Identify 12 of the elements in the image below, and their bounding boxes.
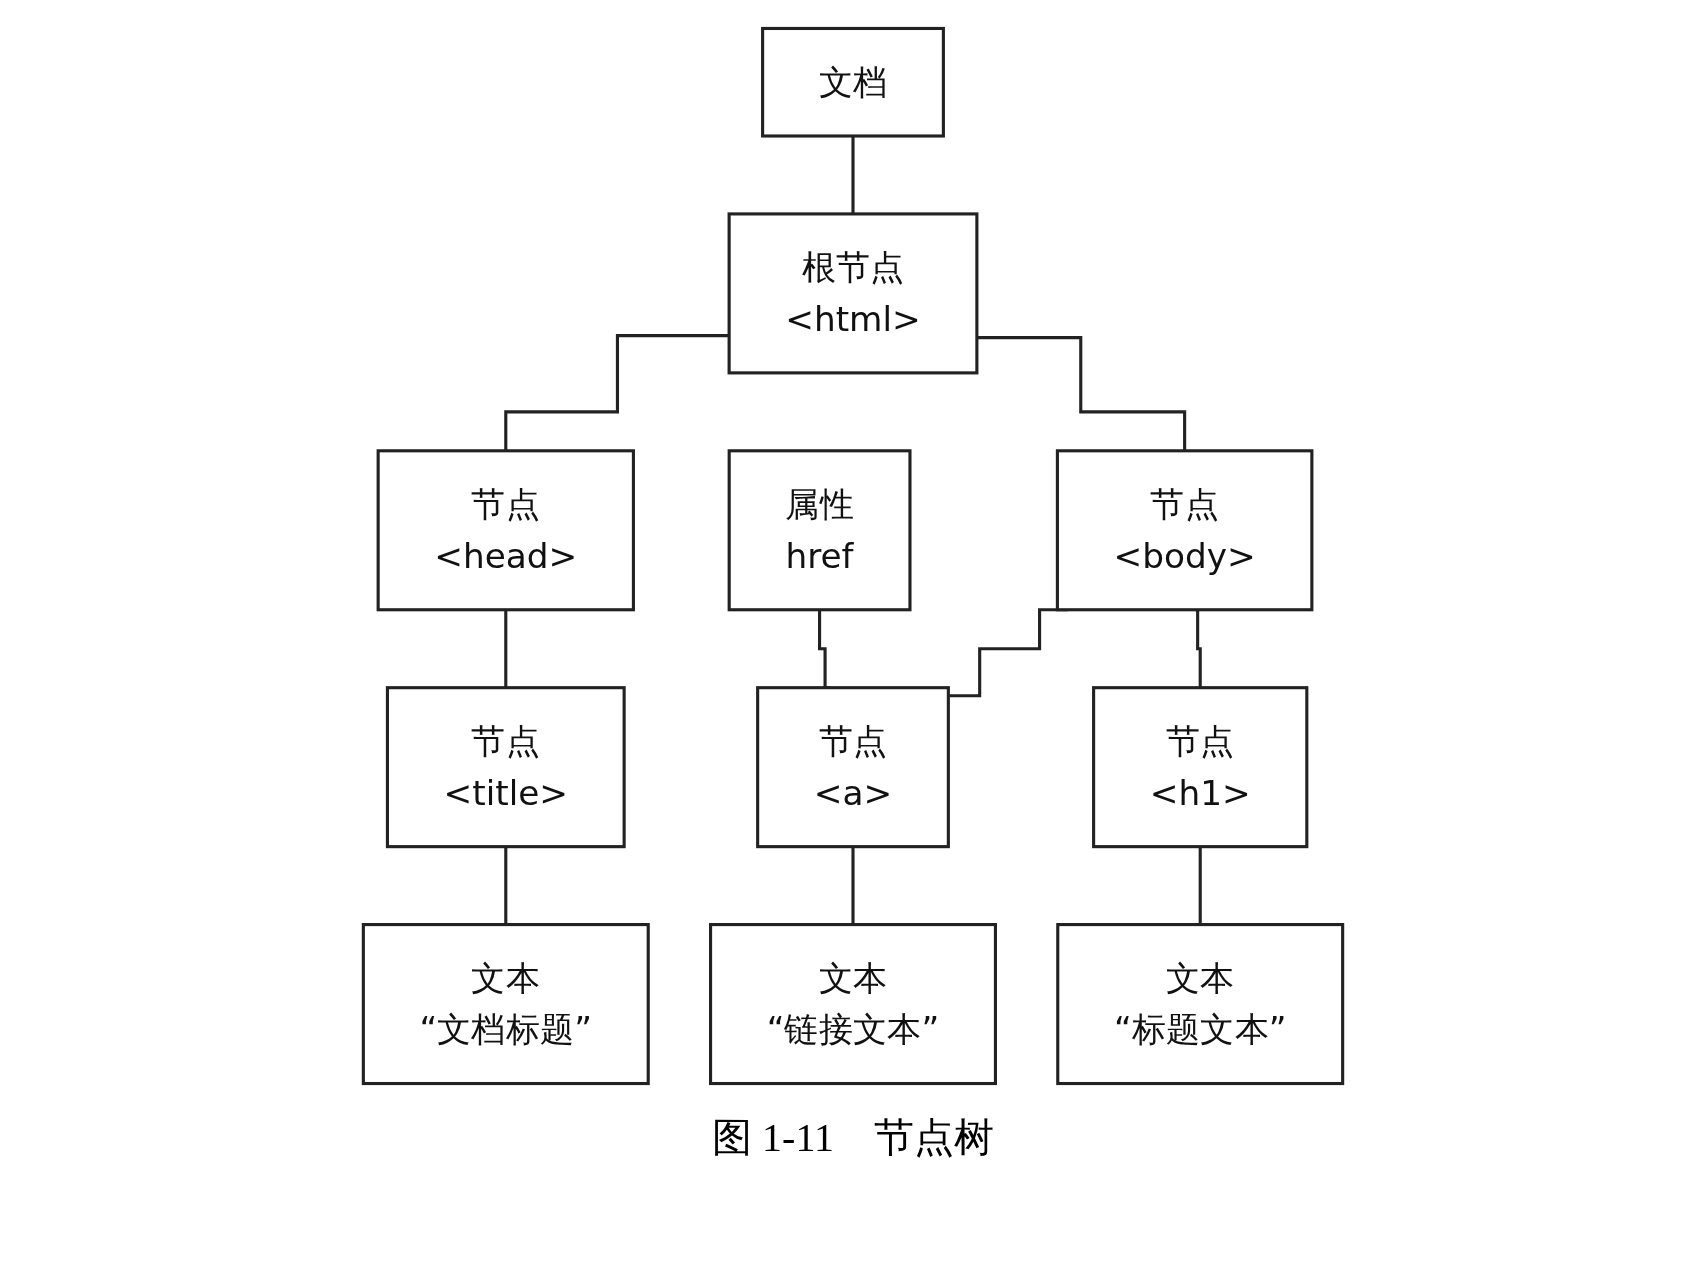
node-box: 文本 “文档标题” [361, 923, 650, 1086]
node-box: 节点 <h1> [1092, 686, 1309, 849]
node-box: 节点 <head> [376, 449, 635, 612]
node-box: 文本 “标题文本” [1056, 923, 1345, 1086]
figure-caption: 图 1-11 节点树 [712, 1114, 994, 1162]
node-box: 文本 “链接文本” [709, 923, 997, 1086]
node-box: 节点 <a> [756, 686, 950, 849]
node-box: 文档 [761, 26, 945, 138]
node-box: 属性 href [727, 449, 912, 612]
node-box: 节点 <body> [1055, 449, 1314, 612]
node-box: 根节点 <html> [727, 212, 979, 375]
node-box: 节点 <title> [385, 686, 626, 849]
